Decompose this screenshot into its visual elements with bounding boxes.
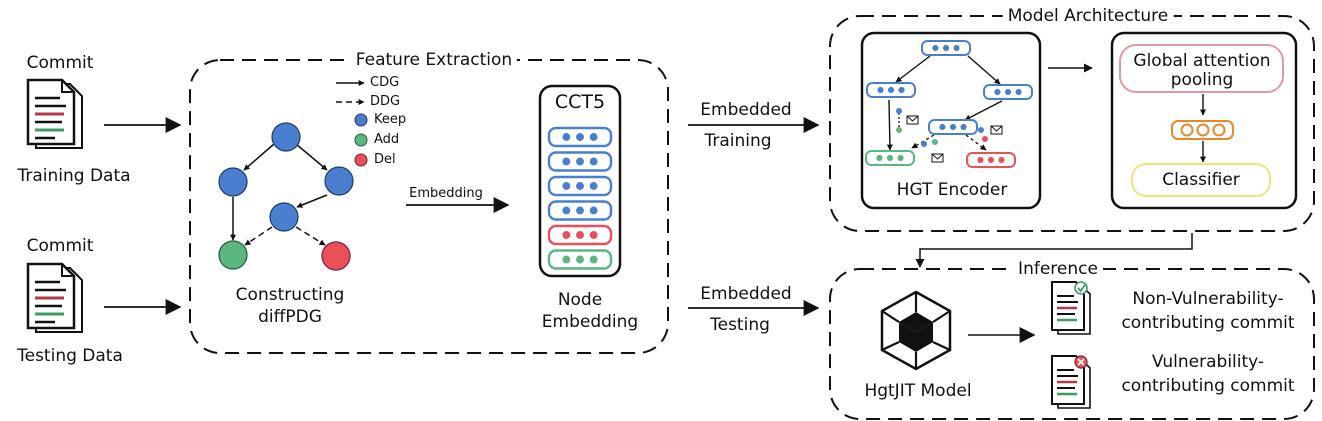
legend — [336, 80, 368, 167]
testing-data-label: Testing Data — [17, 346, 123, 366]
message-envelope-icon — [906, 115, 919, 125]
embedded-testing-bottom-label: Testing — [710, 315, 770, 335]
hgtjit-model-label: HgtJIT Model — [864, 381, 972, 401]
output-vulnerable-line2: contributing commit — [1121, 376, 1295, 396]
legend-add-dot — [354, 133, 368, 147]
legend-add-label: Add — [374, 132, 400, 147]
graph-node-keep — [269, 202, 299, 232]
hgt-encoder-graph — [886, 55, 1003, 163]
graph-caption-line1: Constructing — [235, 285, 345, 305]
cct5-row-keep — [547, 151, 613, 172]
cct5-row-keep — [547, 200, 613, 221]
message-envelope-icon — [990, 125, 1003, 135]
embedded-testing-top-label: Embedded — [700, 284, 792, 304]
cct5-row-add — [547, 249, 613, 270]
hgtjit-model-cube-icon — [880, 290, 952, 371]
vulnerable-commit-document-icon — [1051, 355, 1091, 409]
hgt-node-embeddings — [865, 40, 1033, 168]
graph-node-keep — [271, 122, 301, 152]
global-attention-pooling-box — [1119, 44, 1284, 93]
pooling-label-line2: pooling — [1170, 70, 1234, 90]
hgt-node-keep — [866, 82, 916, 98]
legend-del-dot — [354, 153, 368, 167]
training-commit-document-icon — [26, 78, 83, 149]
hgt-encoder-label: HGT Encoder — [896, 180, 1008, 200]
embedding-label: Embedding — [409, 186, 483, 201]
embedded-training-top-label: Embedded — [700, 100, 792, 120]
inference-title: Inference — [1013, 259, 1103, 279]
testing-commit-document-icon — [26, 262, 83, 333]
legend-keep-dot — [354, 113, 368, 127]
graph-node-add — [218, 240, 248, 270]
hgt-node-keep — [921, 40, 971, 56]
classifier-label: Classifier — [1162, 170, 1240, 190]
architecture-to-inference-arrow — [915, 233, 1193, 268]
non-vulnerable-commit-document-icon — [1051, 281, 1091, 335]
legend-ddg-label: DDG — [370, 94, 401, 109]
legend-del-label: Del — [374, 152, 396, 167]
model-architecture-title: Model Architecture — [1002, 6, 1174, 26]
graph-node-keep — [324, 166, 354, 196]
training-data-label: Training Data — [17, 166, 131, 186]
diffpdg-graph — [218, 122, 354, 271]
hgt-node-keep — [928, 119, 978, 135]
check-badge-icon — [1074, 281, 1088, 295]
hgt-node-del — [966, 152, 1016, 168]
embedded-training-bottom-label: Training — [704, 131, 772, 151]
output-vulnerable-line1: Vulnerability- — [1151, 352, 1265, 372]
training-commit-label: Commit — [26, 53, 94, 73]
node-embedding-caption-line2: Embedding — [541, 312, 639, 332]
output-non-vulnerable-line1: Non-Vulnerability- — [1132, 289, 1284, 309]
cct5-row-keep — [547, 126, 613, 148]
cct5-title: CCT5 — [554, 91, 606, 113]
hgt-node-keep — [983, 84, 1033, 100]
graph-caption-line2: diffPDG — [258, 307, 322, 327]
classifier-box — [1131, 163, 1271, 197]
graph-node-keep — [218, 167, 248, 197]
hgt-node-add — [865, 150, 915, 166]
node-embedding-caption-line1: Node — [557, 290, 603, 310]
pooling-label-line1: Global attention — [1133, 51, 1271, 71]
message-envelope-icon — [931, 153, 944, 163]
output-non-vulnerable-line2: contributing commit — [1121, 313, 1295, 333]
legend-keep-label: Keep — [374, 112, 407, 127]
legend-cdg-label: CDG — [370, 75, 400, 90]
testing-commit-label: Commit — [26, 236, 94, 256]
graph-node-del — [321, 241, 351, 271]
cct5-embedding-rows — [547, 126, 613, 270]
feature-extraction-title: Feature Extraction — [350, 50, 518, 70]
cct5-row-keep — [547, 175, 613, 197]
cct5-row-del — [547, 224, 613, 246]
